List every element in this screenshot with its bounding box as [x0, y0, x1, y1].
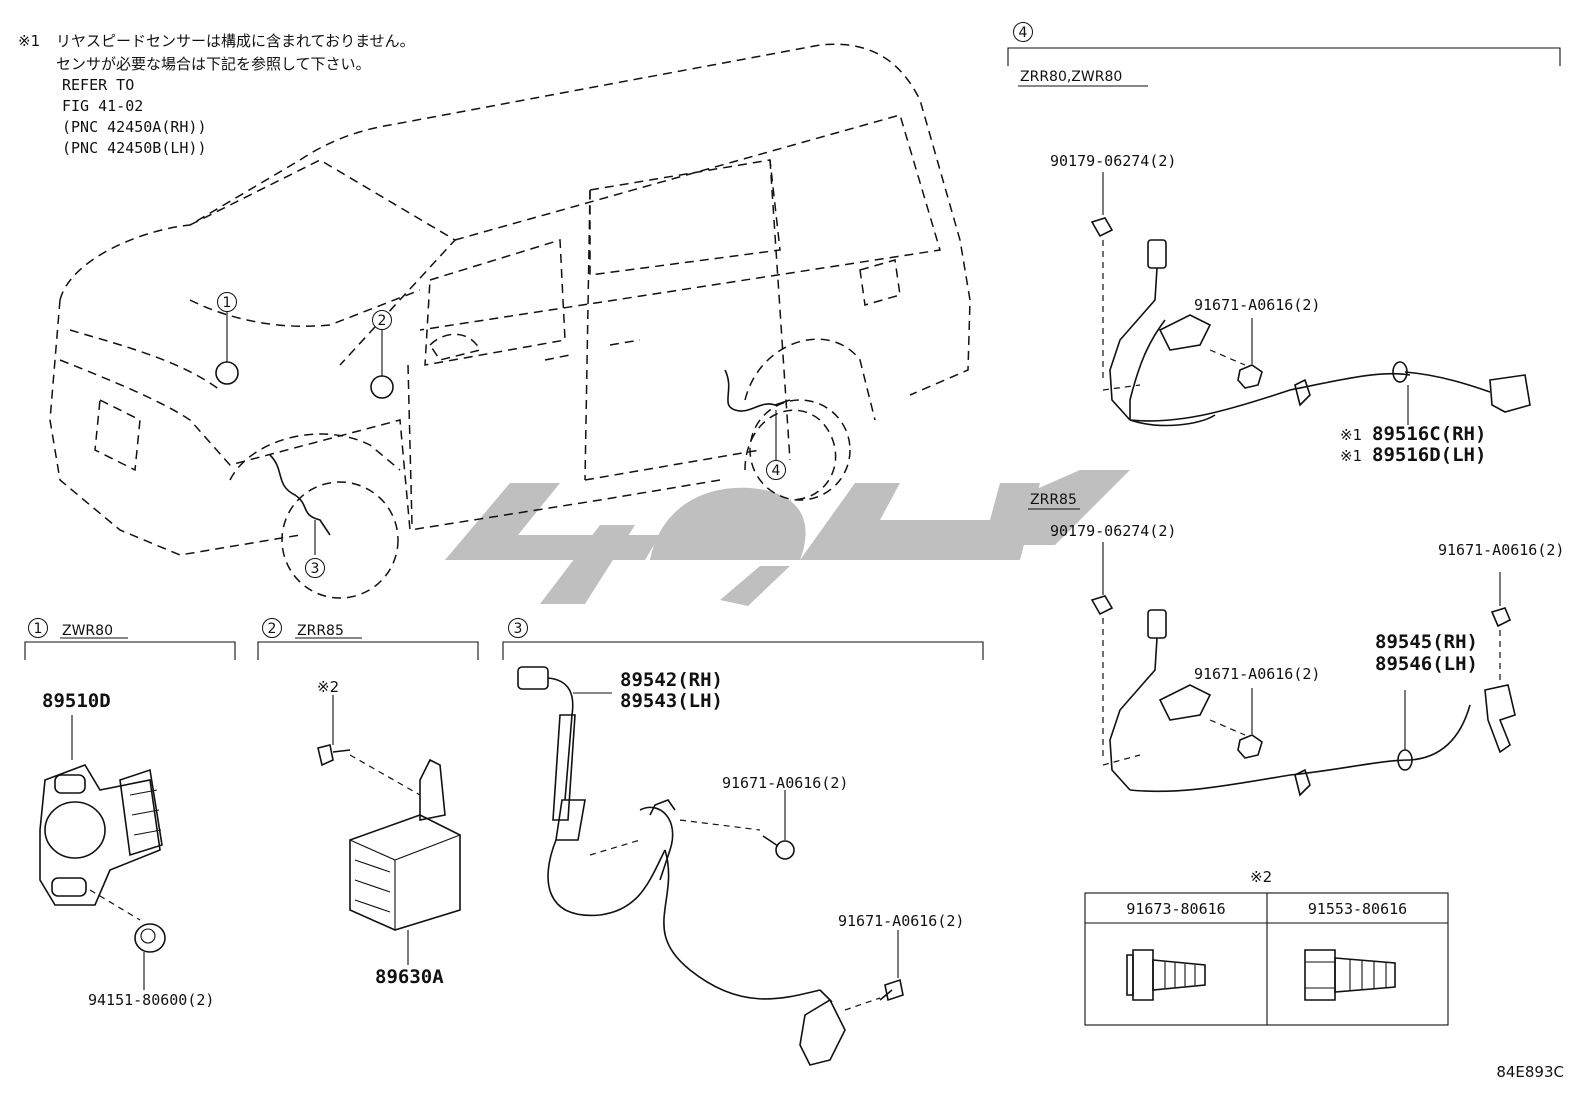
part-91671-d: 91671-A0616(2): [1194, 665, 1321, 683]
part-91671-e: 91671-A0616(2): [1438, 541, 1565, 559]
mark-2-bolt: ※2: [317, 678, 340, 696]
harness-89516: [1090, 172, 1531, 427]
section-4-code: ZRR80,ZWR80: [1020, 69, 1123, 85]
section-3-number: 3: [508, 618, 528, 638]
part-91671-b: 91671-A0616(2): [838, 912, 965, 930]
car-callout-1: 1: [217, 292, 237, 312]
note-line-1: リヤスピードセンサーは構成に含まれておりません。: [56, 32, 415, 50]
part-89516D: 89516D(LH): [1372, 444, 1487, 466]
part-94151-80600: 94151-80600(2): [88, 991, 215, 1009]
part-89542: 89542(RH): [620, 669, 723, 691]
car-callout-4: 4: [766, 460, 786, 480]
part-89543: 89543(LH): [620, 690, 723, 712]
car-callout-3: 3: [305, 558, 325, 578]
sensor-89542-89543: [517, 666, 904, 1066]
section-2-code: ZRR85: [297, 623, 344, 639]
module-89630A: [317, 695, 461, 965]
note-mark: ※1: [18, 32, 41, 50]
car-callout-2: 2: [372, 310, 392, 330]
note-line-3: REFER TO: [62, 76, 135, 94]
part-90179-b: 90179-06274(2): [1050, 522, 1177, 540]
section-1-number: 1: [28, 618, 48, 638]
part-89546: 89546(LH): [1375, 653, 1478, 675]
mark-1-b: ※1: [1340, 447, 1363, 465]
table-col-91673: 91673-80616: [1126, 900, 1226, 918]
watermark-logo: [445, 470, 1130, 606]
figure-id: 84E893C: [1496, 1063, 1564, 1081]
harness-89545: [1090, 542, 1516, 797]
sensor-89510D: [39, 715, 166, 990]
section-brackets: [24, 47, 1561, 660]
part-89630A: 89630A: [375, 966, 444, 988]
vehicle-outline: [49, 43, 971, 599]
part-91671-a: 91671-A0616(2): [722, 774, 849, 792]
section-4b-code: ZRR85: [1030, 492, 1077, 508]
part-89516C: 89516C(RH): [1372, 423, 1487, 445]
note-line-2: センサが必要な場合は下記を参照して下さい。: [56, 55, 371, 73]
part-91671-c: 91671-A0616(2): [1194, 296, 1321, 314]
note-line-4: FIG 41-02: [62, 97, 144, 115]
bolt-table: [1084, 892, 1449, 1026]
part-89510D: 89510D: [42, 690, 111, 712]
table-col-91553: 91553-80616: [1307, 900, 1408, 918]
part-90179-a: 90179-06274(2): [1050, 152, 1177, 170]
table-mark-2: ※2: [1250, 868, 1273, 886]
section-2-number: 2: [262, 618, 282, 638]
section-1-code: ZWR80: [62, 623, 113, 639]
note-line-5: (PNC 42450A(RH)): [62, 118, 207, 136]
part-89545: 89545(RH): [1375, 631, 1478, 653]
section-4-number: 4: [1013, 22, 1033, 42]
mark-1-a: ※1: [1340, 426, 1363, 444]
note-line-6: (PNC 42450B(LH)): [62, 139, 207, 157]
